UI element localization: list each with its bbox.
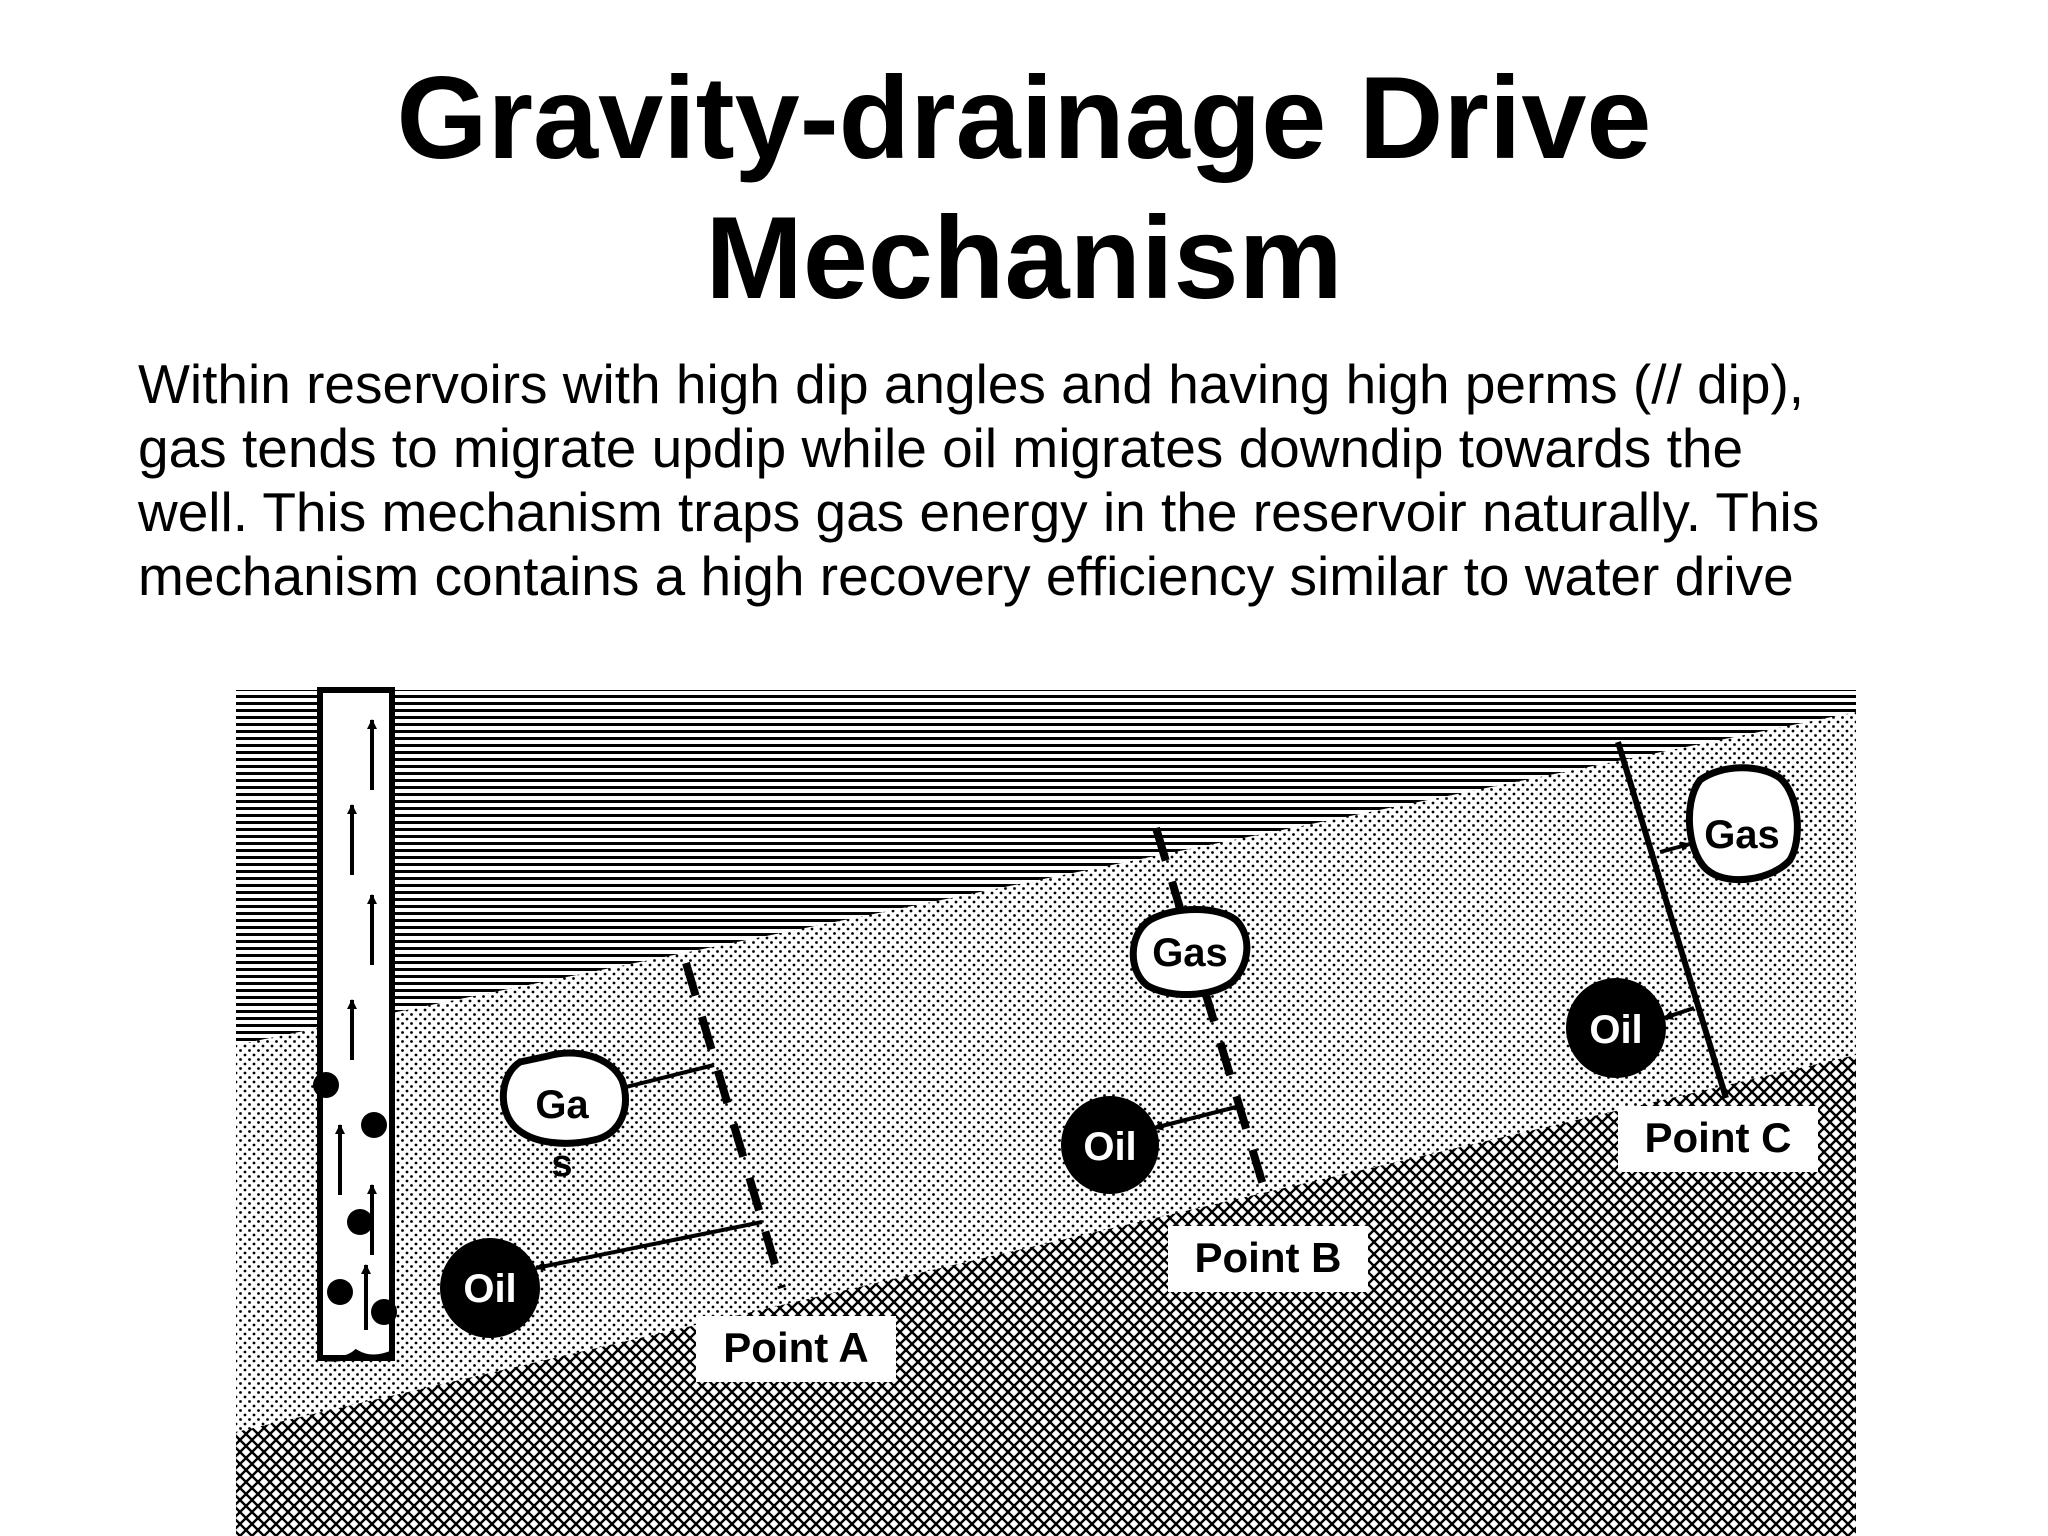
- point-c-label: Point C: [1645, 1114, 1792, 1161]
- point-a-dashed-line: [682, 961, 786, 1290]
- oil-b-arrow: [1153, 1104, 1241, 1131]
- point-c-solid-line: [1615, 741, 1729, 1099]
- oil-droplet-b: [1061, 1096, 1159, 1194]
- title-line-1: Gravity-drainage Drive: [396, 52, 1652, 183]
- point-b-group: Gas Oil Point B: [1061, 826, 1368, 1292]
- description-text: Within reservoirs with high dip angles a…: [138, 352, 1938, 608]
- oil-c-label: Oil: [1589, 1008, 1642, 1052]
- oil-droplet: [361, 1112, 387, 1138]
- point-c-group: Gas Oil Point C: [1566, 741, 1818, 1172]
- oil-droplet: [371, 1299, 397, 1325]
- gas-bubble-a: [499, 1049, 629, 1147]
- gas-bubble-c: [1685, 764, 1801, 884]
- gas-a-label-line-2: s: [551, 1143, 572, 1185]
- gas-b-label: Gas: [1152, 931, 1228, 975]
- point-b-label-box: [1168, 1226, 1368, 1292]
- point-a-label-box: [696, 1316, 896, 1382]
- oil-droplet: [347, 1209, 373, 1235]
- oil-a-label: Oil: [463, 1267, 516, 1311]
- point-b-label: Point B: [1195, 1234, 1342, 1281]
- point-b-dashed-line: [1152, 826, 1270, 1197]
- slide-title: Gravity-drainage Drive Mechanism: [0, 48, 2048, 328]
- oil-a-arrow: [535, 1220, 763, 1272]
- description-line-1: Within reservoirs with high dip angles a…: [138, 353, 1805, 415]
- oil-droplet: [327, 1279, 353, 1305]
- gas-bubble-b: [1129, 906, 1251, 998]
- gas-cap-lined-zone: [236, 690, 1856, 1045]
- title-line-2: Mechanism: [705, 192, 1343, 323]
- gas-c-label: Gas: [1704, 813, 1780, 857]
- gas-a-connector: [621, 1063, 715, 1090]
- oil-c-arrow: [1663, 1006, 1695, 1020]
- point-c-label-box: [1618, 1106, 1818, 1172]
- description-line-4: mechanism contains a high recovery effic…: [138, 545, 1794, 607]
- description-line-3: well. This mechanism traps gas energy in…: [138, 481, 1820, 543]
- description-line-2: gas tends to migrate updip while oil mig…: [138, 417, 1744, 479]
- wellbore: [313, 687, 397, 1362]
- gas-a-label-line-1: Ga: [535, 1083, 589, 1127]
- gas-c-arrow: [1659, 841, 1691, 854]
- oil-droplet: [313, 1072, 339, 1098]
- oil-droplet-a: [440, 1238, 540, 1338]
- oil-b-label: Oil: [1083, 1125, 1136, 1169]
- water-cross-hatched-zone: [236, 1055, 1856, 1536]
- oil-droplet-c: [1566, 978, 1666, 1078]
- point-a-label: Point A: [723, 1324, 868, 1371]
- point-a-group: Ga s Oil Point A: [440, 961, 896, 1382]
